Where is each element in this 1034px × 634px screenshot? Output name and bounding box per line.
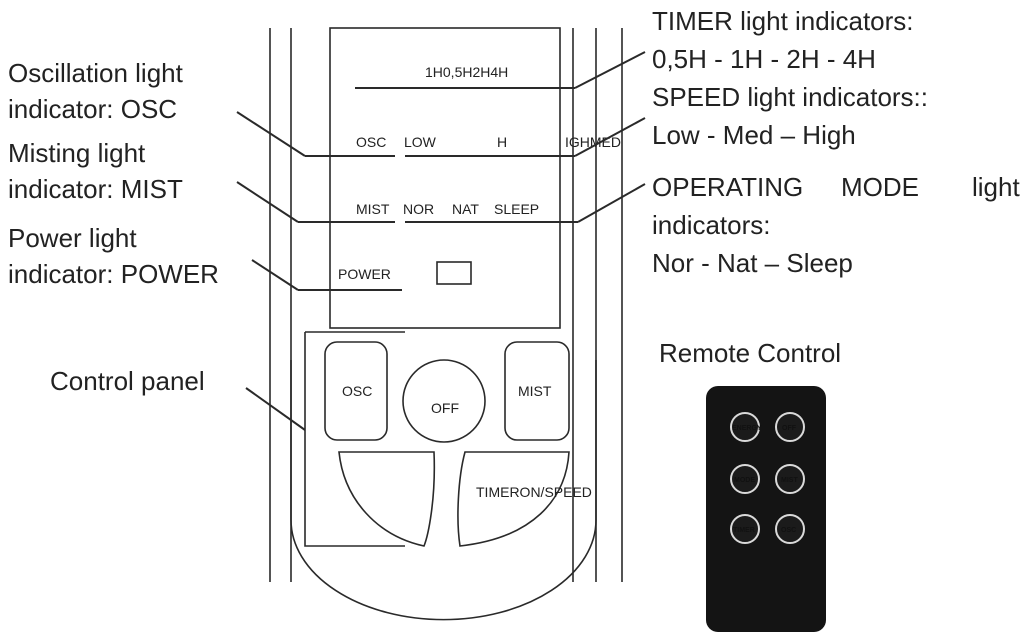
- high-indicator-label: H: [497, 134, 507, 150]
- nat-indicator-label: NAT: [452, 201, 479, 217]
- remote-off-label: OFF: [782, 425, 797, 432]
- remote-control: ENERGY OFF MODE MIST TIMER OSC: [706, 386, 826, 632]
- mist-button-label: MIST: [518, 383, 552, 399]
- mist-callout-line1: Misting light: [8, 138, 146, 168]
- control-panel-callout: Control panel: [50, 366, 205, 396]
- mist-button[interactable]: [504, 341, 570, 441]
- osc-button[interactable]: [324, 341, 388, 441]
- timer-labels: 1H0,5H2H4H: [425, 64, 508, 80]
- remote-mode-button[interactable]: MODE: [730, 464, 760, 494]
- mode-callout-word2: MODE: [841, 172, 919, 202]
- speed-callout-line1: SPEED light indicators::: [652, 82, 928, 112]
- timer-callout-line1: TIMER light indicators:: [652, 6, 914, 36]
- mist-indicator-label: MIST: [356, 201, 390, 217]
- control-panel: OSC OFF MIST TIMERON/SPEED: [290, 331, 597, 621]
- timer-on-speed-label: TIMERON/SPEED: [476, 484, 592, 500]
- display-panel: 1H0,5H2H4H OSC LOW H IGHMED MIST NOR NAT…: [329, 27, 621, 329]
- remote-mist-label: MIST: [781, 477, 798, 484]
- osc-callout-line2: indicator: OSC: [8, 94, 177, 124]
- remote-off-button[interactable]: OFF: [775, 412, 805, 442]
- nor-indicator-label: NOR: [403, 201, 434, 217]
- remote-energy-label: ENERGY: [732, 425, 762, 432]
- speed-callout-line2: Low - Med – High: [652, 120, 856, 150]
- remote-control-title: Remote Control: [659, 338, 841, 368]
- mode-callout-line2: indicators:: [652, 210, 771, 240]
- mode-callout-word3: light: [972, 172, 1020, 202]
- osc-callout-line1: Oscillation light: [8, 58, 184, 88]
- timer-callout-line2: 0,5H - 1H - 2H - 4H: [652, 44, 876, 74]
- osc-button-label: OSC: [342, 383, 372, 399]
- remote-mist-button[interactable]: MIST: [775, 464, 805, 494]
- timer-button[interactable]: [338, 451, 436, 547]
- remote-timer-label: TIMER: [733, 527, 755, 534]
- mode-callout-word1: OPERATING: [652, 172, 803, 202]
- remote-osc-label: OSC: [781, 527, 796, 534]
- power-indicator-light: [436, 261, 472, 285]
- power-callout-line1: Power light: [8, 223, 137, 253]
- power-indicator-label: POWER: [338, 266, 391, 282]
- remote-timer-button[interactable]: TIMER: [730, 514, 760, 544]
- remote-mode-label: MODE: [734, 477, 755, 484]
- osc-indicator-label: OSC: [356, 134, 386, 150]
- remote-energy-button[interactable]: ENERGY: [730, 412, 762, 442]
- speed-button[interactable]: [457, 451, 570, 547]
- callout-text: TIMER light indicators: 0,5H - 1H - 2H -…: [8, 6, 1020, 396]
- leader-lines: [236, 51, 646, 431]
- low-indicator-label: LOW: [404, 134, 437, 150]
- sleep-indicator-label: SLEEP: [494, 201, 539, 217]
- remote-osc-button[interactable]: OSC: [775, 514, 805, 544]
- mode-callout-line3: Nor - Nat – Sleep: [652, 248, 853, 278]
- off-button[interactable]: [402, 359, 486, 443]
- mist-callout-line2: indicator: MIST: [8, 174, 183, 204]
- power-callout-line2: indicator: POWER: [8, 259, 219, 289]
- off-button-label: OFF: [431, 400, 459, 416]
